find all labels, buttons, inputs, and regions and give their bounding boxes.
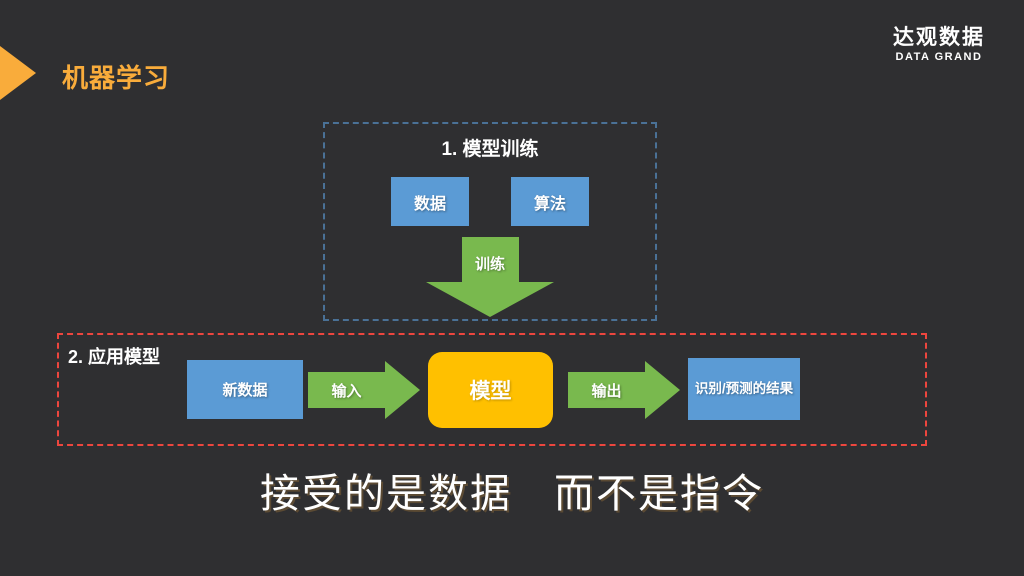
right-arrow-icon [308, 361, 420, 419]
logo-en-text: DATA GRAND [895, 51, 983, 63]
model-node: 模型 [428, 352, 553, 428]
train-down-arrow: 训练 [426, 237, 554, 317]
apply-group-title: 2. 应用模型 [68, 347, 161, 367]
result-node: 识别/预测的结果 [688, 358, 800, 420]
input-arrow-label: 输入 [331, 382, 362, 400]
apply-group-box: 2. 应用模型 新数据 输入 模型 输出 识别/预测的结果 [57, 333, 927, 446]
title-chevron-icon [0, 46, 36, 100]
logo-cn-text: 达观数据 [893, 26, 985, 49]
logo: 达观数据 DATA GRAND [893, 26, 985, 64]
caption-text: 接受的是数据 而不是指令 [260, 472, 764, 516]
down-arrow-icon [426, 237, 554, 317]
new-data-node: 新数据 [187, 360, 303, 419]
output-arrow-label: 输出 [591, 382, 622, 400]
output-arrow: 输出 [568, 361, 680, 419]
algorithm-node: 算法 [511, 177, 589, 226]
input-arrow: 输入 [308, 361, 420, 419]
train-arrow-label: 训练 [474, 256, 505, 273]
training-group-box: 1. 模型训练 数据 算法 训练 [323, 122, 657, 321]
page-title: 机器学习 [62, 63, 171, 93]
right-arrow-icon [568, 361, 680, 419]
training-group-title: 1. 模型训练 [441, 139, 539, 160]
data-node: 数据 [391, 177, 469, 226]
